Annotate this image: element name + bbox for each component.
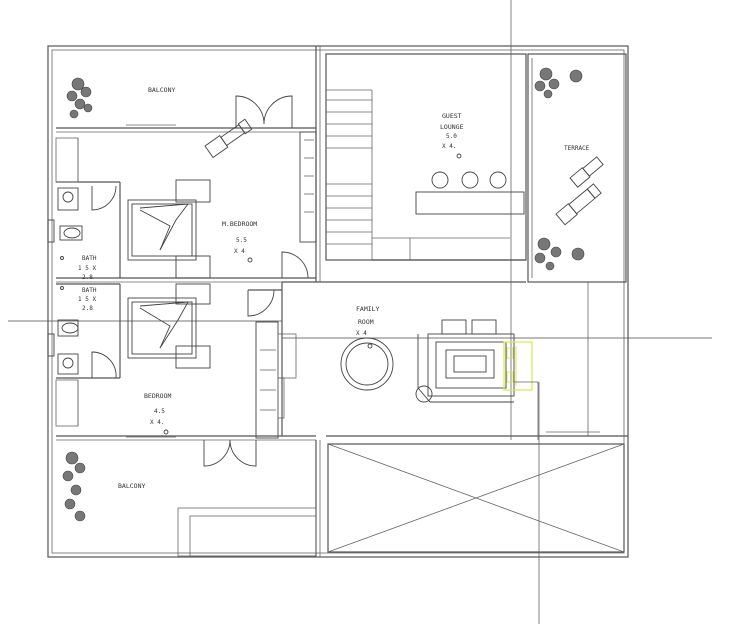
balcony-top-label: BALCONY [148, 86, 175, 94]
outer-walls [47, 45, 629, 558]
terrace-label: TERRACE [564, 145, 590, 152]
bedroom-dim2: X 4. [150, 419, 164, 426]
bath-upper-dim2: 2.8 [82, 274, 93, 281]
guest-lounge-label: GUEST [442, 112, 462, 120]
bath-upper-dim1: 1 5 X [78, 265, 96, 272]
bedroom-dim1: 4.5 [154, 408, 165, 415]
master-bedroom [47, 118, 317, 283]
bedroom [47, 283, 316, 467]
reference-lines [8, 0, 712, 624]
master-bedroom-dim1: 5.5 [236, 237, 247, 244]
plant-icon [534, 237, 585, 271]
guest-lounge [325, 53, 527, 261]
family-room-dim: X 4 [356, 330, 367, 337]
open-area [327, 443, 625, 553]
bath-lower-label: BATH [82, 287, 97, 294]
plant-icon [62, 451, 86, 522]
bath-upper-label: BATH [82, 255, 97, 262]
top-balcony [56, 46, 321, 282]
family-room [281, 281, 628, 440]
bedroom-label: BEDROOM [144, 392, 171, 400]
guest-lounge-dim2: X 4. [442, 143, 456, 150]
family-room-label: FAMILY [356, 305, 380, 313]
guest-lounge-dim1: 5.0 [446, 133, 457, 140]
master-bedroom-label: M.BEDROOM [222, 220, 257, 228]
bottom-balcony [177, 440, 321, 557]
terrace [527, 53, 627, 436]
balcony-bottom-label: BALCONY [118, 482, 145, 490]
bath-lower-dim1: 1 5 X [78, 296, 96, 303]
bath-lower-dim2: 2.8 [82, 305, 93, 312]
plant-icon [534, 67, 583, 99]
guest-lounge-label-2: LOUNGE [440, 123, 464, 131]
master-bedroom-dim2: X 4 [234, 248, 245, 255]
plant-icon [66, 77, 93, 119]
family-room-label-2: ROOM [358, 318, 374, 326]
